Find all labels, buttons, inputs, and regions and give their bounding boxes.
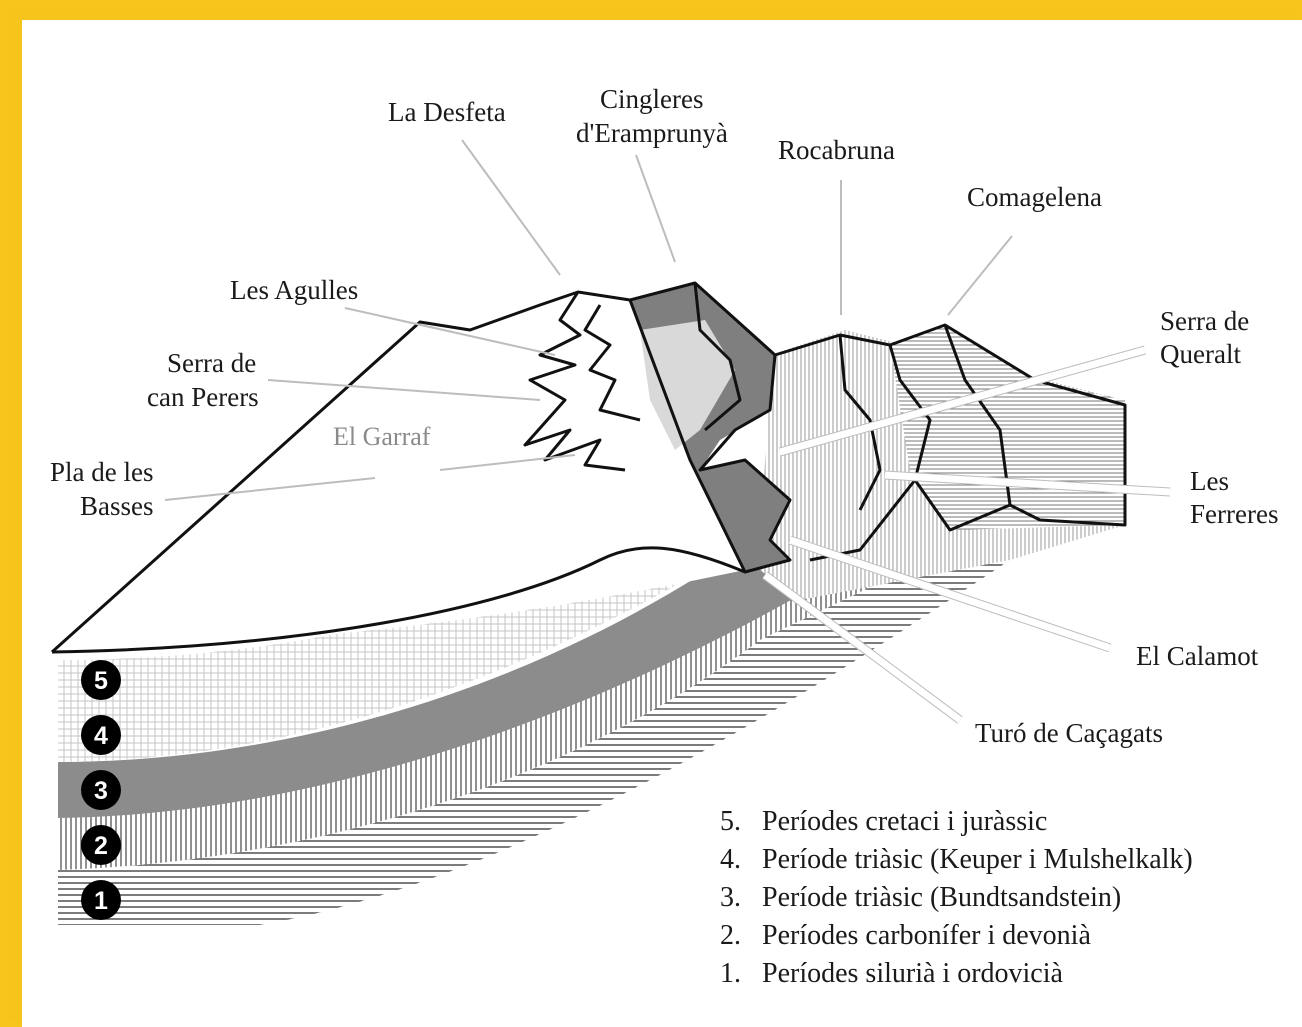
legend-text-4: Període triàsic (Keuper i Mulshelkalk) <box>762 844 1193 875</box>
legend-text-3: Període triàsic (Bundtsandstein) <box>762 882 1121 913</box>
ridge-crease-3 <box>943 324 1012 506</box>
svg-text:2: 2 <box>94 832 108 860</box>
label-serra-queralt-line1: Serra de <box>1160 306 1249 336</box>
ridge-crease-2 <box>888 344 932 481</box>
cliff-inner-line <box>693 282 742 432</box>
leader-cingleres <box>635 154 676 263</box>
layer-marker-4: 4 <box>81 715 121 755</box>
legend-num-4: 4. <box>720 844 741 875</box>
garraf-massif <box>52 292 745 652</box>
label-serra-perers-line1: Serra de <box>167 348 256 378</box>
legend-num-1: 1. <box>720 958 741 989</box>
legend-text-1: Períodes silurià i ordovicià <box>762 958 1064 989</box>
label-serra-perers-line2: can Perers <box>147 382 259 412</box>
label-rocabruna: Rocabruna <box>778 135 895 165</box>
svg-text:5: 5 <box>94 667 108 695</box>
legend-num-3: 3. <box>720 882 741 913</box>
label-ferreres-line2: Ferreres <box>1190 499 1278 529</box>
agulles-spikes-2 <box>583 304 641 422</box>
leader-la-desfeta <box>461 139 561 276</box>
label-comagelena: Comagelena <box>967 182 1102 212</box>
leader-serra-queralt <box>779 346 1146 456</box>
garraf-outline <box>50 290 631 654</box>
layer-2-carboniferous-devonian <box>58 470 1010 870</box>
layer-1-silurian-ordovician <box>58 520 1010 925</box>
layer-marker-3: 3 <box>81 770 121 810</box>
label-ferreres-line1: Les <box>1190 466 1229 496</box>
legend-text-5: Períodes cretaci i juràssic <box>762 806 1047 837</box>
legend-num-2: 2. <box>720 920 741 951</box>
svg-text:4: 4 <box>94 722 108 750</box>
layer-3-bundtsandstein <box>58 545 800 818</box>
label-cingleres-line2: d'Eramprunyà <box>576 118 728 148</box>
label-pla-basses-line1: Pla de les <box>50 457 153 487</box>
leader-les-agulles <box>344 307 556 356</box>
legend-text-2: Períodes carbonífer i devonià <box>762 920 1091 951</box>
label-turo-cacagats: Turó de Caçagats <box>975 718 1163 748</box>
label-pla-basses-line2: Basses <box>80 491 154 521</box>
label-les-agulles: Les Agulles <box>230 275 358 305</box>
leader-turo <box>762 572 963 723</box>
garraf-base-outline <box>51 546 746 654</box>
legend-num-5: 5. <box>720 806 741 837</box>
leader-serra-perers <box>267 379 541 401</box>
label-el-garraf: El Garraf <box>333 422 431 451</box>
leader-comagelena <box>947 235 1013 316</box>
leader-pla-basses <box>164 477 376 501</box>
ridge-crease-1 <box>838 334 882 511</box>
leader-calamot <box>788 536 1112 652</box>
svg-text:1: 1 <box>94 887 108 915</box>
label-cingleres-line1: Cingleres <box>600 84 703 114</box>
label-el-calamot: El Calamot <box>1136 641 1259 671</box>
cliff-light-face <box>640 320 735 450</box>
label-la-desfeta: La Desfeta <box>388 97 506 127</box>
leader-ferreres <box>884 471 1171 496</box>
agulles-spikes <box>523 291 626 472</box>
legend: 5. Períodes cretaci i juràssic 4. Períod… <box>720 806 1193 989</box>
layer-marker-2: 2 <box>81 825 121 865</box>
layer-marker-1: 1 <box>81 880 121 920</box>
label-serra-queralt-line2: Queralt <box>1160 339 1241 369</box>
layer-marker-5: 5 <box>81 660 121 700</box>
svg-text:3: 3 <box>94 777 108 805</box>
leader-el-garraf <box>439 454 576 471</box>
